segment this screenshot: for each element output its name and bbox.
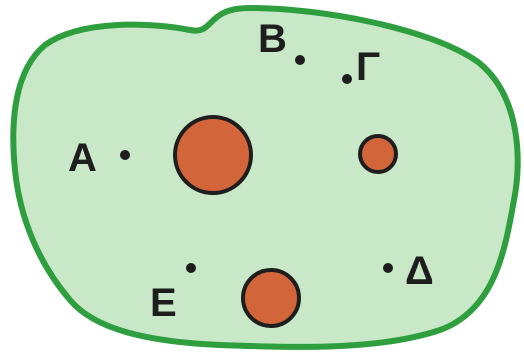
point-label-a: Α — [68, 136, 97, 180]
point-label-g: Γ — [356, 45, 380, 89]
medium-mass — [243, 270, 299, 326]
point-dot-e — [186, 263, 196, 273]
small-mass — [360, 136, 396, 172]
point-dot-d — [383, 263, 393, 273]
large-mass — [175, 117, 251, 193]
point-dot-a — [120, 150, 130, 160]
point-label-e: Ε — [150, 281, 177, 325]
point-dot-b — [295, 55, 305, 65]
point-label-d: Δ — [405, 249, 434, 293]
point-dot-g — [342, 74, 352, 84]
point-label-b: Β — [258, 17, 287, 61]
